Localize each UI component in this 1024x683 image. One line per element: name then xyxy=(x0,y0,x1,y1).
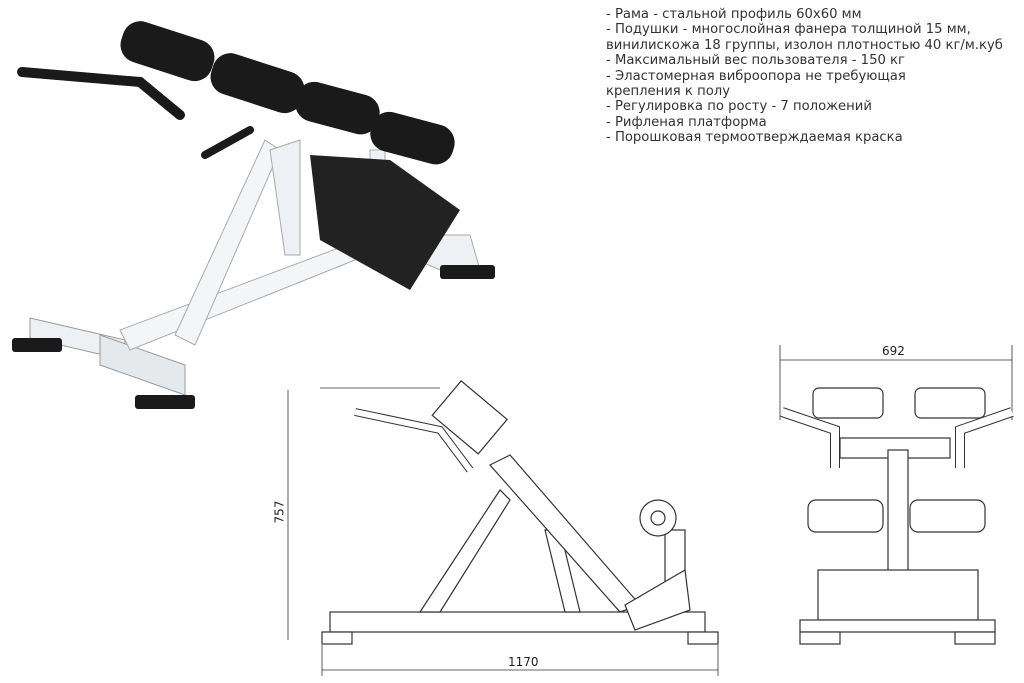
spec-item: - Эластомерная виброопора не требующая xyxy=(606,68,906,84)
bench-render xyxy=(12,21,495,409)
side-view-drawing xyxy=(287,380,719,676)
height-dimension: 757 xyxy=(272,500,287,524)
spec-item: крепления к полу xyxy=(606,84,731,100)
width-dimension: 692 xyxy=(882,344,905,358)
front-view-drawing xyxy=(779,345,1014,645)
spec-item: - Рифленая платформа xyxy=(606,114,767,130)
length-dimension: 1170 xyxy=(508,655,539,669)
spec-item: винилискожа 18 группы, изолон плотностью… xyxy=(606,37,1003,53)
spec-list: - Рама - стальной профиль 60х60 мм - Под… xyxy=(606,7,1003,146)
spec-item: - Рама - стальной профиль 60х60 мм xyxy=(606,7,862,22)
spec-item: - Подушки - многослойная фанера толщиной… xyxy=(606,22,971,38)
spec-item: - Максимальный вес пользователя - 150 кг xyxy=(606,53,905,69)
spec-item: - Регулировка по росту - 7 положений xyxy=(606,99,872,115)
spec-item: - Порошковая термоотверждаемая краска xyxy=(606,130,903,146)
